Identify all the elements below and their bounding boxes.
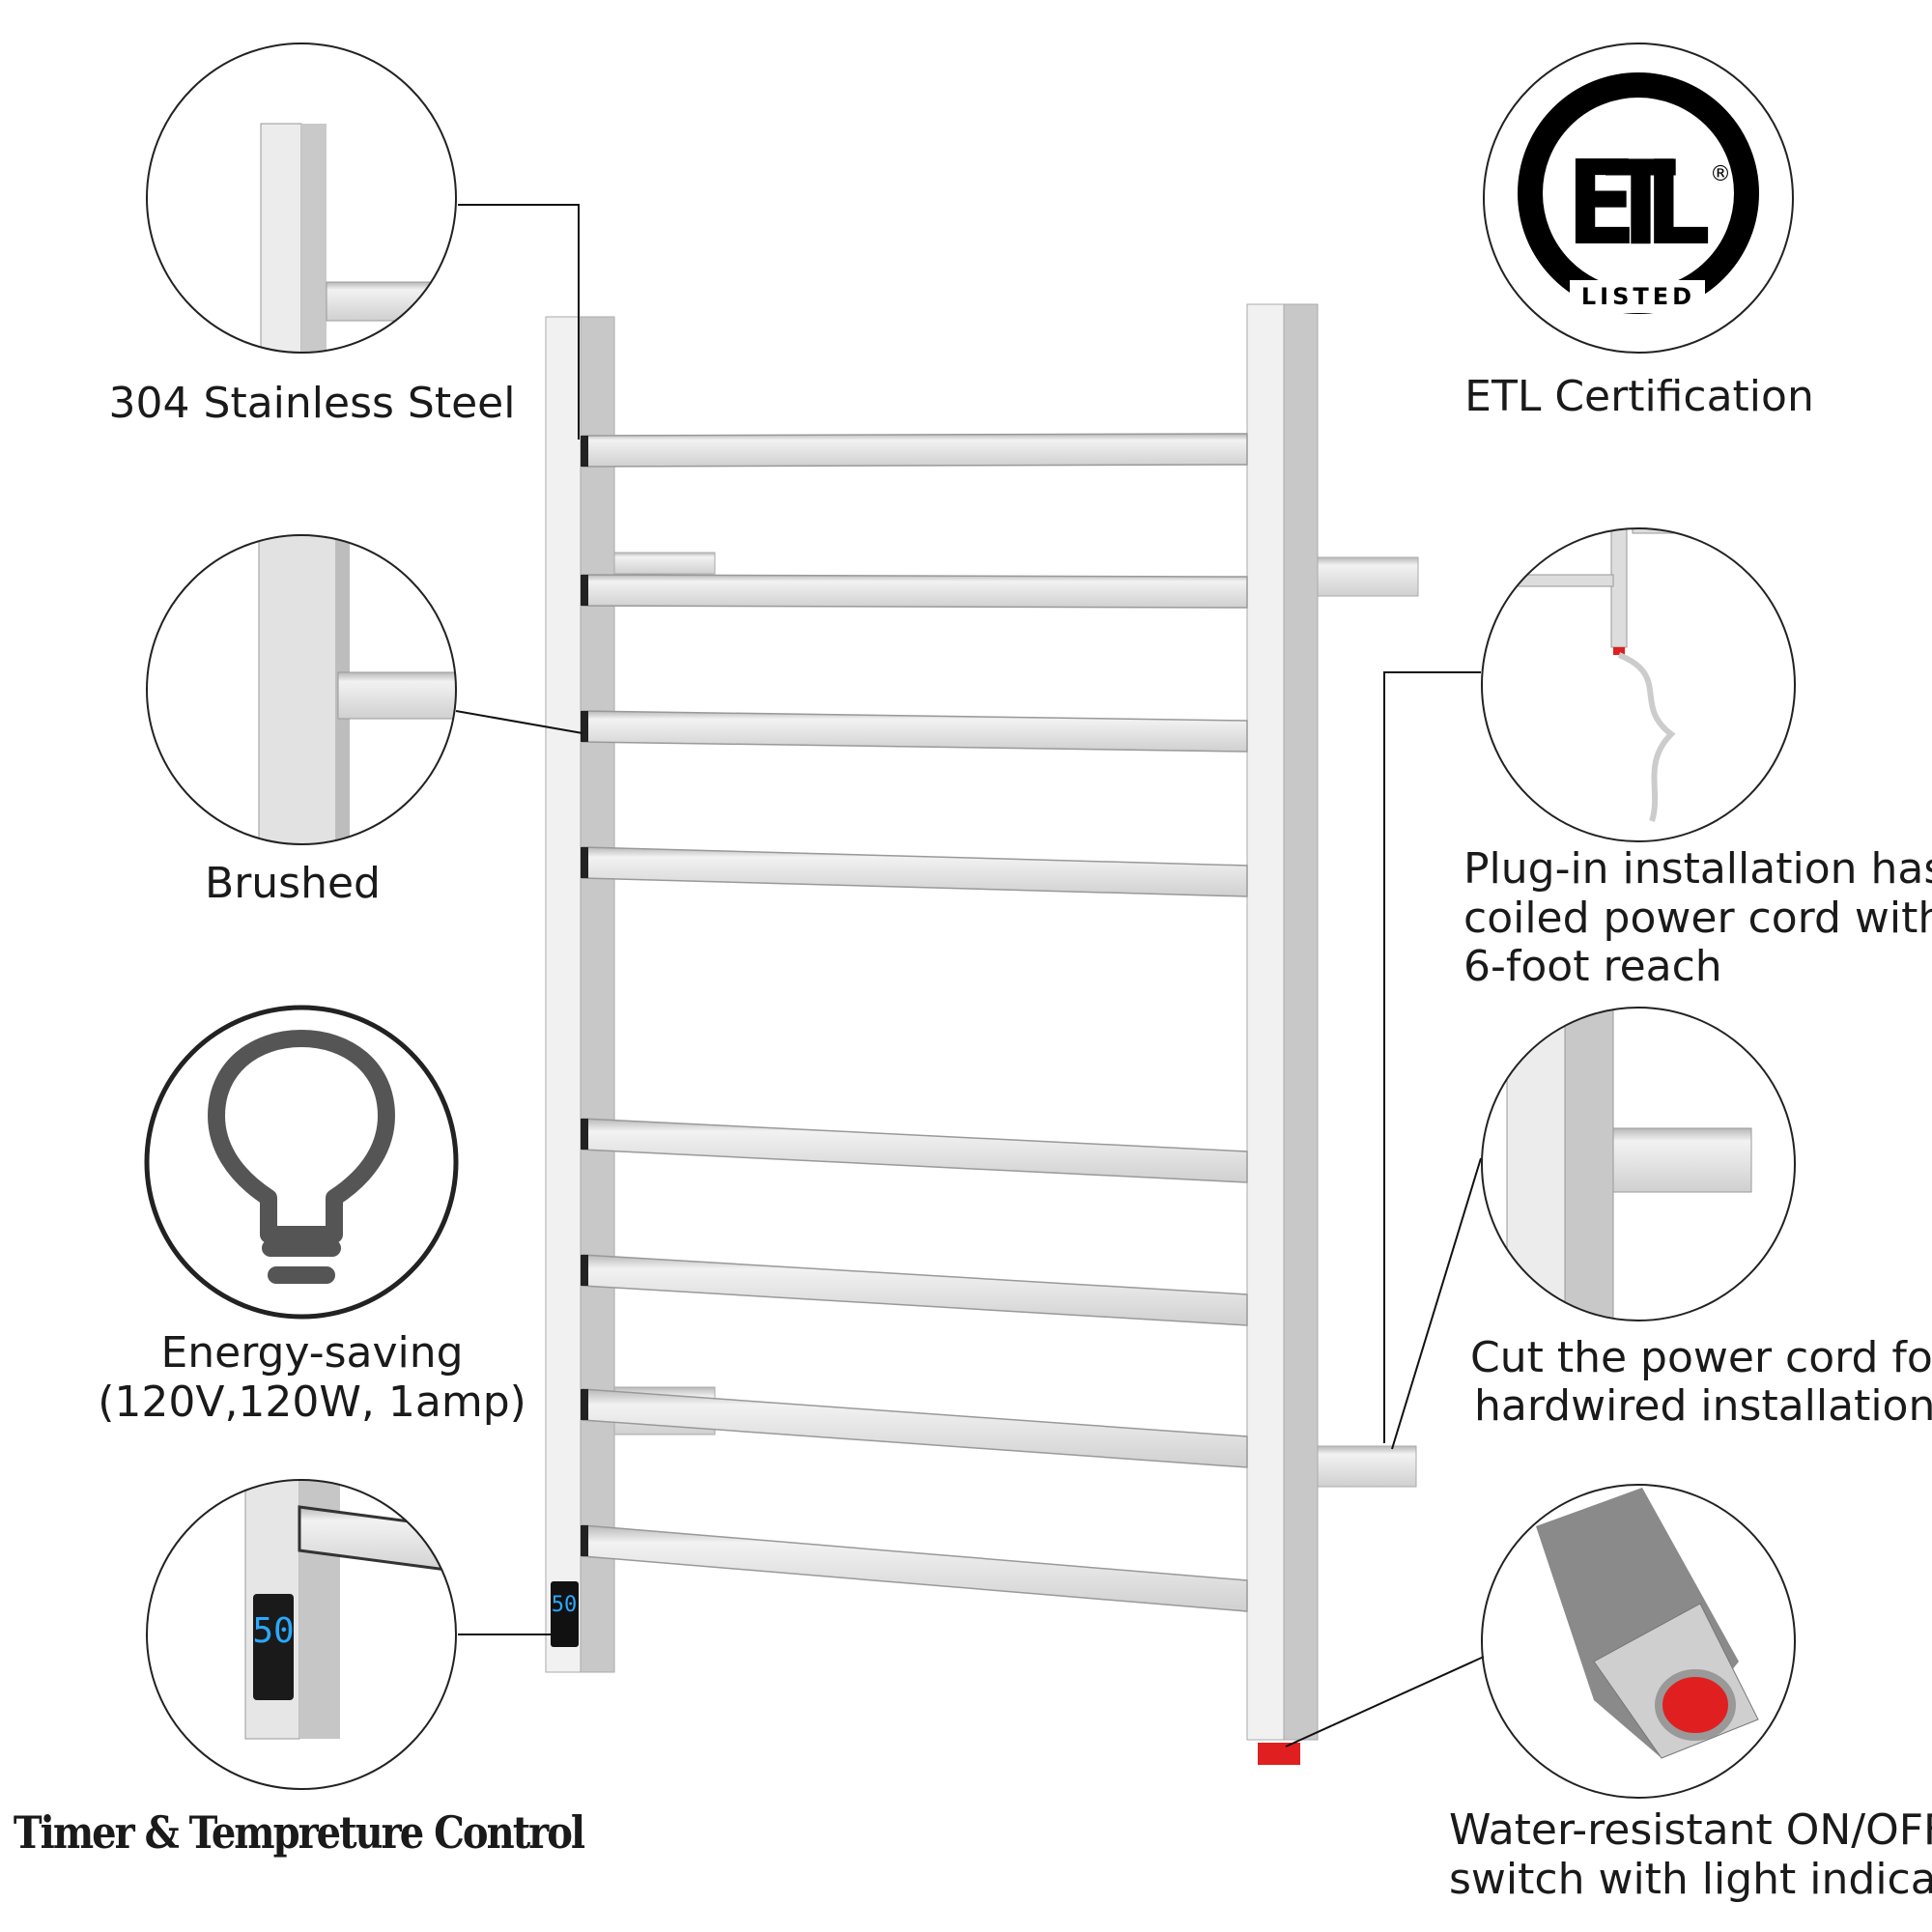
timer-detail-circle: 50 bbox=[146, 1479, 457, 1790]
bar bbox=[582, 1254, 1248, 1326]
brushed-detail-circle bbox=[146, 534, 457, 845]
svg-text:50: 50 bbox=[252, 1611, 294, 1651]
power-switch-cap bbox=[1258, 1743, 1300, 1765]
bar bbox=[582, 710, 1248, 753]
energy-saving-circle bbox=[144, 1005, 459, 1320]
switch-label-line2: switch with light indicator bbox=[1449, 1855, 1932, 1904]
heating-bars bbox=[582, 433, 1248, 1612]
etl-logo-circle: ETL LISTED ® bbox=[1483, 43, 1794, 354]
etl-logo-mark: ETL bbox=[1566, 137, 1711, 271]
bar bbox=[582, 1118, 1248, 1183]
hardwire-detail-circle bbox=[1481, 1007, 1796, 1321]
hardwire-label-line1: Cut the power cord for bbox=[1470, 1333, 1932, 1382]
energy-label-line1: Energy-saving bbox=[160, 1328, 464, 1378]
callout-lines bbox=[455, 204, 1485, 1747]
material-label: 304 Stainless Steel bbox=[108, 379, 516, 428]
control-label: Timer & Tempreture Control bbox=[13, 1806, 585, 1860]
left-post bbox=[545, 316, 615, 1673]
light-indicator-icon bbox=[1655, 1669, 1736, 1741]
plugin-label-line2: coiled power cord with bbox=[1463, 894, 1932, 943]
right-post bbox=[1246, 303, 1319, 1741]
svg-text:50: 50 bbox=[552, 1593, 578, 1617]
light-bulb-icon bbox=[208, 1030, 395, 1284]
certification-label: ETL Certification bbox=[1464, 372, 1814, 421]
bar bbox=[582, 433, 1248, 468]
finish-label: Brushed bbox=[205, 859, 381, 908]
power-cord-circle bbox=[1481, 527, 1796, 842]
switch-detail-circle bbox=[1481, 1484, 1796, 1799]
bar bbox=[582, 1524, 1248, 1612]
stainless-detail-circle bbox=[146, 43, 457, 354]
energy-label-line2: (120V,120W, 1amp) bbox=[98, 1378, 526, 1427]
svg-text:LISTED: LISTED bbox=[1581, 283, 1695, 310]
bar bbox=[582, 574, 1248, 609]
svg-text:®: ® bbox=[1710, 162, 1731, 186]
plugin-label-line1: Plug-in installation has bbox=[1463, 844, 1932, 894]
switch-label-line1: Water-resistant ON/OFF bbox=[1449, 1805, 1932, 1855]
control-display-small: 50 bbox=[551, 1581, 579, 1647]
plugin-label-line3: 6-foot reach bbox=[1463, 942, 1722, 991]
bar bbox=[582, 846, 1248, 897]
hardwire-label-line2: hardwired installation bbox=[1474, 1381, 1932, 1431]
bar-joints bbox=[581, 436, 588, 1556]
